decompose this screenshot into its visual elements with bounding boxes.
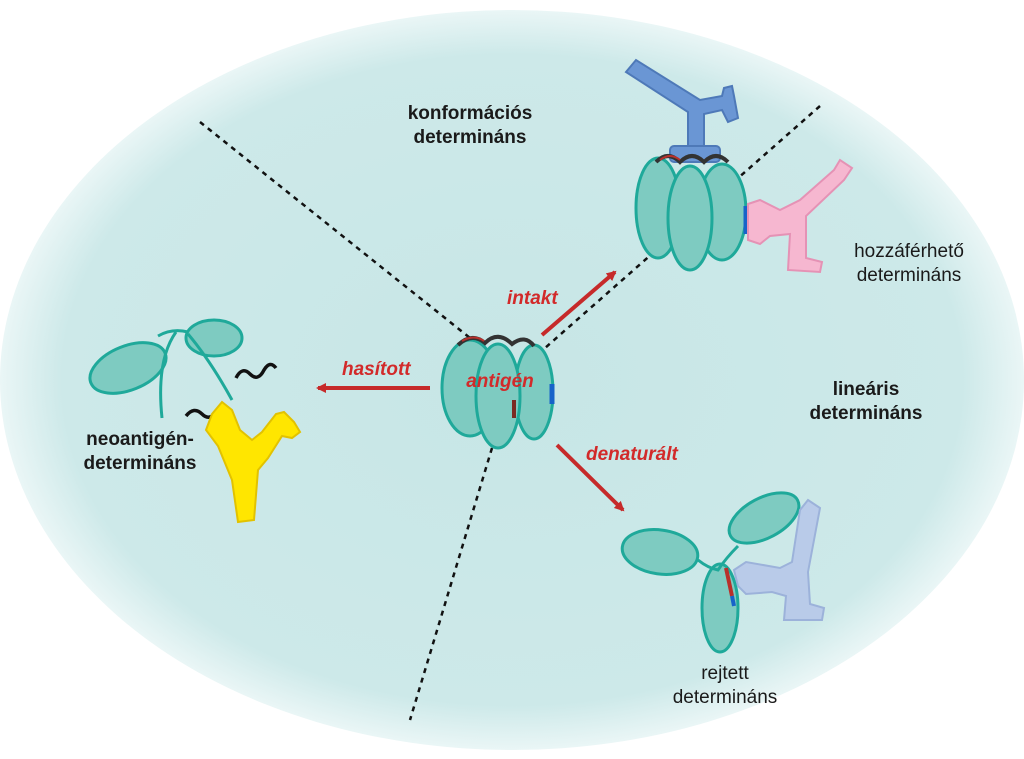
arrow-intact bbox=[540, 270, 617, 337]
label-linear: lineáris determináns bbox=[786, 378, 946, 426]
label-linear-line1: lineáris bbox=[832, 379, 900, 400]
label-conformational-line1: konformációs bbox=[407, 103, 533, 124]
antigen-domain-middle bbox=[474, 342, 522, 450]
arrow-label-intact: intakt bbox=[507, 288, 558, 309]
arrow-denatured bbox=[555, 443, 625, 512]
antibody-pink bbox=[747, 158, 854, 274]
antibody-yellow bbox=[204, 400, 302, 524]
antibody-lavender bbox=[732, 498, 826, 621]
antigen-cleaved bbox=[88, 318, 302, 524]
label-hidden-line2: determináns bbox=[672, 687, 778, 708]
divider-line-bottom bbox=[408, 447, 494, 721]
antigen-central bbox=[440, 334, 555, 450]
label-neoantigen-line1: neoantigén- bbox=[86, 429, 194, 450]
label-neoantigen: neoantigén- determináns bbox=[60, 428, 220, 476]
label-accessible-line2: determináns bbox=[856, 265, 962, 286]
arrow-label-cleaved: hasított bbox=[342, 359, 411, 380]
label-neoantigen-line2: determináns bbox=[83, 453, 197, 474]
label-linear-line2: determináns bbox=[809, 403, 923, 424]
divider-line-top-left bbox=[199, 121, 471, 339]
label-conformational: konformációs determináns bbox=[380, 102, 560, 150]
arrow-label-denatured: denaturált bbox=[586, 444, 678, 465]
label-hidden-line1: rejtett bbox=[701, 663, 749, 684]
label-conformational-line2: determináns bbox=[413, 127, 527, 148]
label-hidden: rejtett determináns bbox=[650, 662, 800, 710]
arrows bbox=[316, 270, 625, 512]
antigen-denatured bbox=[620, 491, 826, 654]
label-antigen: antigén bbox=[466, 371, 534, 392]
conformational-epitope-red bbox=[461, 336, 485, 342]
label-accessible: hozzáférhető determináns bbox=[834, 240, 984, 288]
antigen-intact bbox=[624, 58, 854, 274]
cleaved-peptide-fragment bbox=[234, 362, 278, 379]
label-accessible-line1: hozzáférhető bbox=[854, 241, 964, 262]
